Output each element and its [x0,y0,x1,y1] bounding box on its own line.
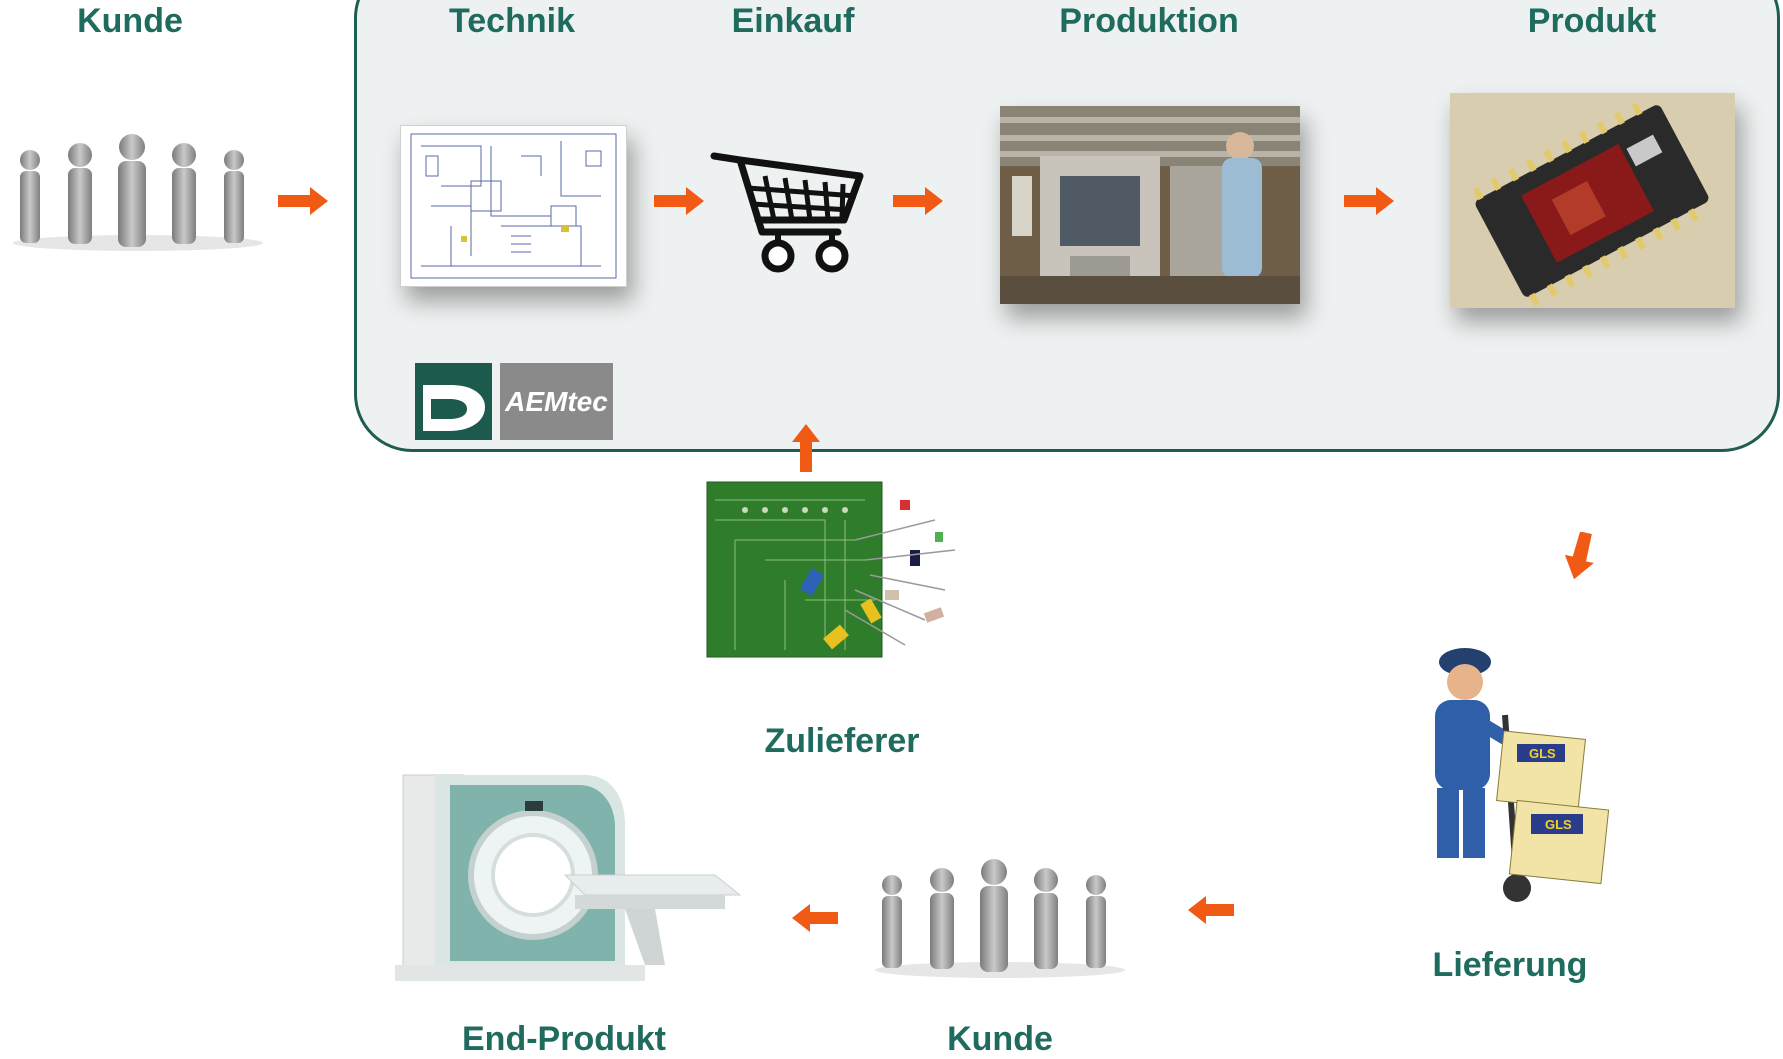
label-kunde-bottom: Kunde [947,1020,1053,1058]
product-module-photo [1450,93,1735,308]
arrow-left-icon [792,904,838,932]
arrow-down-icon [1565,532,1595,580]
label-lieferung: Lieferung [1432,946,1588,984]
logo-mark-icon [415,363,492,440]
arrow-right-icon [654,187,704,215]
arrow-right-icon [1344,187,1394,215]
customers-group-icon [870,850,1130,985]
pcb-components-image [705,480,985,665]
logo-wordmark: AEMtec [500,363,613,440]
customers-group-icon [8,125,268,260]
gls-box-label: GLS [1545,817,1572,832]
arrow-right-icon [893,187,943,215]
aemtec-logo: AEMtec [415,363,613,440]
label-kunde-top: Kunde [77,2,183,40]
production-photo [1000,106,1300,304]
label-produktion: Produktion [1059,2,1239,40]
label-technik: Technik [449,2,575,40]
label-end-produkt: End-Produkt [462,1020,666,1058]
arrow-left-icon [1188,896,1234,924]
schematic-image [400,125,627,287]
label-zulieferer: Zulieferer [764,722,920,760]
mri-scanner-image [395,765,745,995]
arrow-up-icon [792,424,820,472]
label-einkauf: Einkauf [731,2,855,40]
arrow-right-icon [278,187,328,215]
gls-box-label: GLS [1529,746,1556,761]
shopping-cart-icon [710,148,868,276]
delivery-man-image: GLS GLS [1405,640,1615,910]
label-produkt: Produkt [1527,2,1657,40]
